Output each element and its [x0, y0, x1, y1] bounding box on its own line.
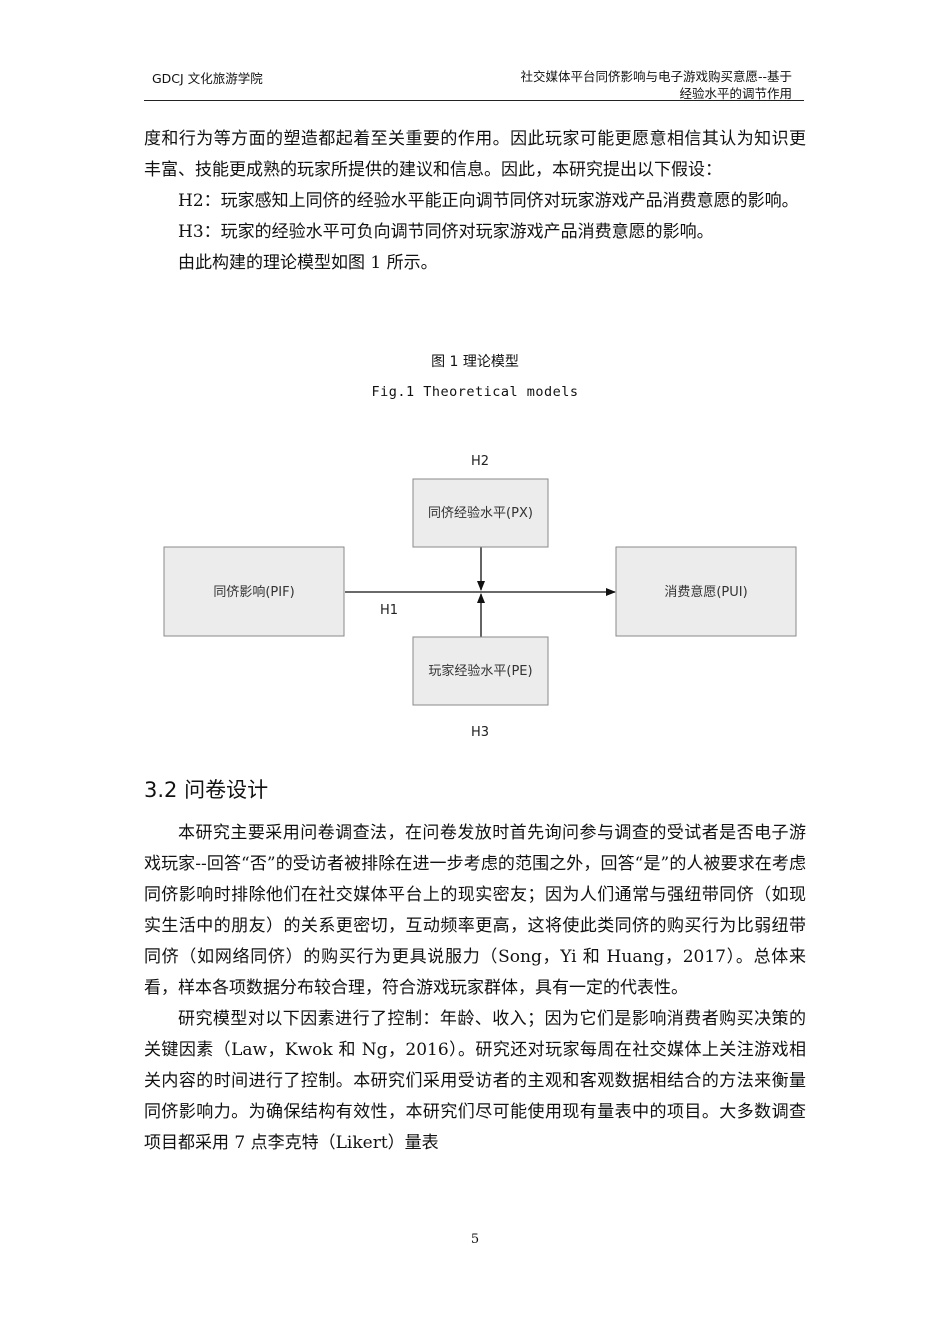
label-h1: H1: [380, 603, 398, 618]
section-text: 本研究主要采用问卷调查法，在问卷发放时首先询问参与调查的受试者是否电子游戏玩家-…: [144, 818, 806, 1159]
box-pif-label: 同侪影响(PIF): [213, 584, 294, 600]
box-px: 同侪经验水平(PX): [412, 478, 549, 548]
box-pif: 同侪影响(PIF): [163, 546, 345, 637]
section-paragraph-1: 本研究主要采用问卷调查法，在问卷发放时首先询问参与调查的受试者是否电子游戏玩家-…: [144, 823, 806, 998]
label-h2: H2: [471, 454, 489, 469]
intro-paragraph-1: 度和行为等方面的塑造都起着至关重要的作用。因此玩家可能更愿意相信其认为知识更丰富…: [144, 129, 806, 180]
page-number: 5: [470, 1232, 480, 1247]
box-px-label: 同侪经验水平(PX): [428, 505, 533, 521]
header-divider: [144, 100, 804, 101]
theoretical-model-diagram: 同侪影响(PIF) 同侪经验水平(PX) 玩家经验水平(PE) 消费意愿(PUI…: [0, 440, 950, 750]
figure-reference: 由此构建的理论模型如图 1 所示。: [178, 253, 438, 273]
diagram-svg: 同侪影响(PIF) 同侪经验水平(PX) 玩家经验水平(PE) 消费意愿(PUI…: [163, 454, 797, 740]
hypothesis-h3: H3：玩家的经验水平可负向调节同侪对玩家游戏产品消费意愿的影响。: [178, 222, 714, 242]
section-heading: 3.2 问卷设计: [144, 778, 269, 802]
figure-caption-en: Fig.1 Theoretical models: [371, 384, 579, 400]
intro-text: 度和行为等方面的塑造都起着至关重要的作用。因此玩家可能更愿意相信其认为知识更丰富…: [144, 124, 806, 279]
figure-caption-cn: 图 1 理论模型: [431, 354, 519, 370]
box-pui: 消费意愿(PUI): [615, 546, 797, 637]
box-pe-label: 玩家经验水平(PE): [428, 663, 532, 679]
hypothesis-h2: H2：玩家感知上同侪的经验水平能正向调节同侪对玩家游戏产品消费意愿的影响。: [178, 191, 799, 211]
box-pe: 玩家经验水平(PE): [412, 636, 549, 706]
box-pui-label: 消费意愿(PUI): [664, 584, 747, 600]
section-paragraph-2: 研究模型对以下因素进行了控制：年龄、收入；因为它们是影响消费者购买决策的关键因素…: [144, 1009, 806, 1153]
header-title: 社交媒体平台同侪影响与电子游戏购买意愿--基于 经验水平的调节作用: [432, 68, 792, 102]
header-title-line1: 社交媒体平台同侪影响与电子游戏购买意愿--基于: [520, 69, 792, 84]
label-h3: H3: [471, 725, 489, 740]
header-institution: GDCJ 文化旅游学院: [152, 71, 263, 86]
header-title-line2: 经验水平的调节作用: [679, 86, 792, 101]
